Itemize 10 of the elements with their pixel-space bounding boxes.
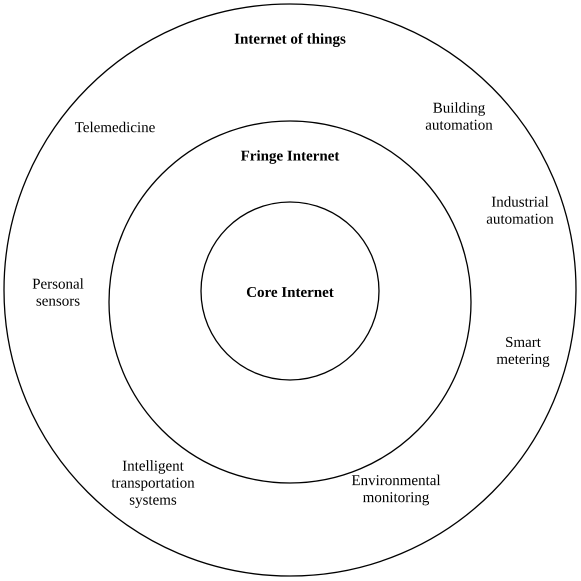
application-label: Telemedicine bbox=[74, 122, 155, 132]
circle-heading: Core Internet bbox=[246, 286, 334, 298]
application-label: Industrial automation bbox=[486, 196, 554, 224]
application-label: Intelligent transportation systems bbox=[111, 460, 194, 508]
circle-heading: Internet of things bbox=[234, 33, 346, 47]
application-label: Smart metering bbox=[496, 336, 550, 368]
application-label: Environmental monitoring bbox=[352, 474, 440, 506]
circle-heading: Fringe Internet bbox=[240, 150, 340, 164]
application-label: Personal sensors bbox=[32, 278, 84, 306]
application-label: Building automation bbox=[426, 102, 493, 130]
